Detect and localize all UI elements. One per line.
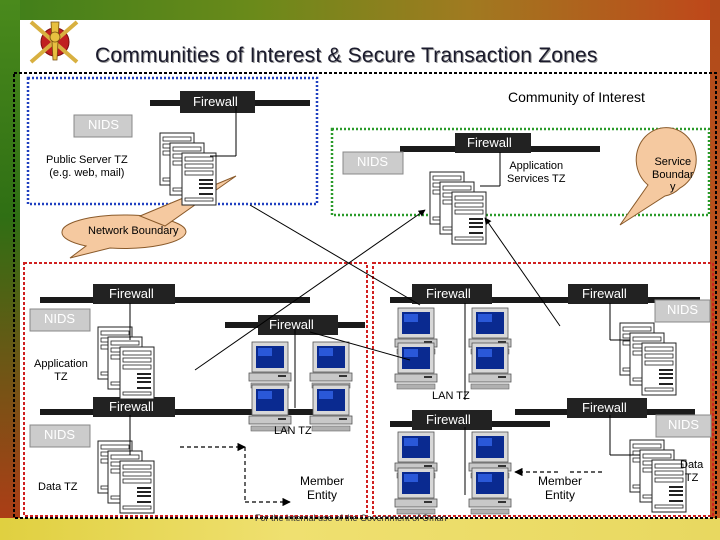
nids-box-top [73, 114, 133, 138]
firewall-label: Firewall [193, 94, 238, 109]
server-rack-icon [630, 440, 686, 512]
firewall-plate-center-bottom [412, 410, 492, 430]
community-of-interest-label: Community of Interest [508, 89, 645, 105]
workstation-icon [309, 384, 353, 432]
trust-arrows [194, 204, 561, 371]
footer-caption: For the internal use of the Government o… [255, 513, 447, 523]
firewall-plate-left-bottom [93, 397, 175, 417]
server-rack-icon [98, 327, 154, 399]
firewall-bar-left-bottom [40, 409, 320, 415]
workstation-icon [309, 341, 353, 389]
firewall-plate-right-bottom [567, 398, 647, 418]
application-tz-label: Application TZ [34, 358, 88, 383]
application-services-tz-label: Application Services TZ [507, 160, 566, 185]
workstation-icon [468, 342, 512, 390]
member-entity-label: Member Entity [300, 474, 345, 502]
outer-zone-border [13, 72, 717, 519]
nids-box-left-bottom [29, 424, 91, 448]
network-links [129, 106, 640, 495]
firewall-label: Firewall [582, 400, 627, 415]
firewall-plate-app [455, 133, 531, 153]
server-rack-icon [98, 441, 154, 513]
nids-box-left [29, 308, 91, 332]
firewall-label: Firewall [426, 412, 471, 427]
nids-box-right-bottom [655, 414, 712, 438]
network-boundary-callout [61, 214, 187, 259]
service-boundary-label: Service Boundar y [652, 156, 694, 194]
page-title: Communities of Interest & Secure Transac… [95, 44, 598, 67]
workstation-icon [468, 467, 512, 515]
workstation-icon [248, 341, 292, 389]
oman-emblem-icon [29, 20, 79, 64]
network-boundary-label: Network Boundary [88, 225, 179, 237]
workstation-icon [394, 467, 438, 515]
firewall-label: Firewall [426, 286, 471, 301]
nids-label: NIDS [88, 117, 120, 132]
member-entity-label: Member Entity [538, 474, 583, 502]
lan-tz-label: LAN TZ [274, 425, 312, 437]
firewall-plate-lan [258, 315, 338, 335]
server-rack-icon [160, 133, 216, 205]
nids-box-right-top [654, 299, 711, 323]
flow-arrows [180, 442, 602, 507]
data-tz-label: Data TZ [680, 459, 704, 484]
firewall-label: Firewall [109, 286, 154, 301]
server-rack-icon [620, 323, 676, 395]
public-zone-blue-border [26, 76, 319, 206]
nids-label: NIDS [667, 302, 699, 317]
firewall-label: Firewall [582, 286, 627, 301]
nids-label: NIDS [357, 154, 389, 169]
firewall-plate-center [412, 284, 492, 304]
firewall-plate-right-top [568, 284, 648, 304]
service-boundary-callout [619, 127, 697, 226]
firewall-label: Firewall [109, 399, 154, 414]
server-rack-icon [430, 172, 486, 244]
left-member-zone-red-border [23, 262, 368, 517]
application-zone-green-border [330, 127, 711, 217]
nids-box-app [342, 151, 404, 175]
lan-tz-label: LAN TZ [432, 390, 470, 402]
nids-label: NIDS [44, 311, 76, 326]
firewall-label: Firewall [467, 135, 512, 150]
bottom-decoration-bar [0, 518, 720, 540]
right-decoration-bar [710, 0, 720, 540]
firewall-label: Firewall [269, 317, 314, 332]
data-tz-label: Data TZ [38, 481, 78, 493]
workstation-icon [394, 342, 438, 390]
firewall-plate-left-top [93, 284, 175, 304]
nids-label: NIDS [668, 417, 700, 432]
right-member-zone-red-border [372, 262, 714, 517]
public-server-tz-label: Public Server TZ (e.g. web, mail) [46, 154, 128, 179]
top-decoration-bar [0, 0, 720, 20]
nids-label: NIDS [44, 427, 76, 442]
